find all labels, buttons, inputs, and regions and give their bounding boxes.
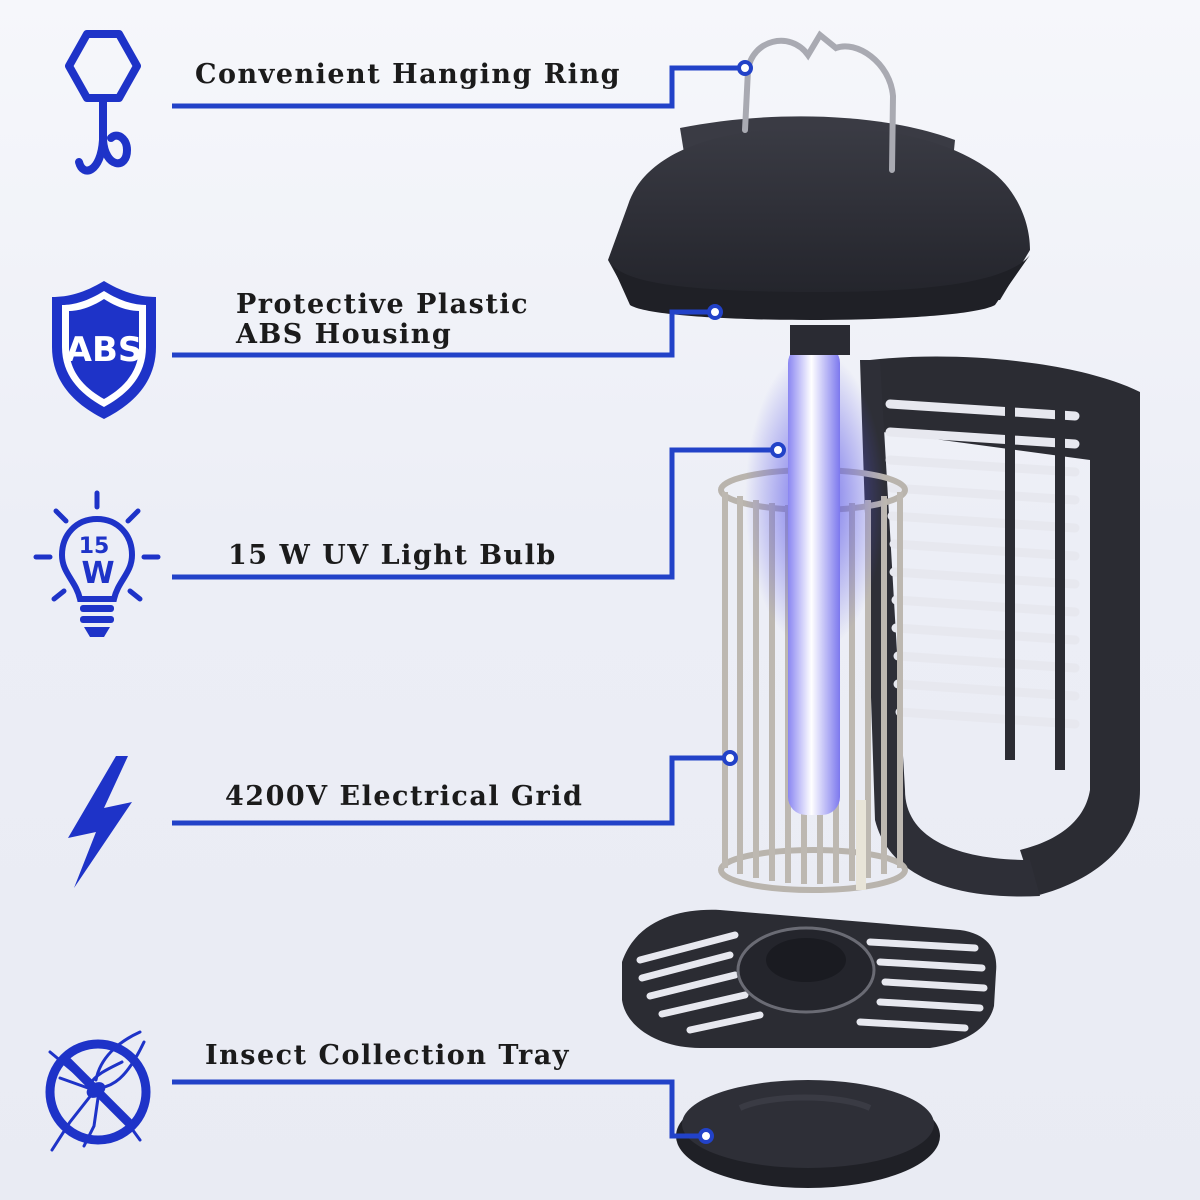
hanging-ring xyxy=(742,30,897,173)
leader-dot-ring xyxy=(737,60,753,76)
leader-line-grid xyxy=(172,755,730,826)
abs-badge-text: ABS xyxy=(66,330,143,370)
leader-line-housing xyxy=(172,309,715,358)
leader-line-ring xyxy=(172,65,745,109)
outer-casing xyxy=(860,356,1140,897)
grate-plate xyxy=(622,909,997,1048)
label-hanging-ring-line: Convenient Hanging Ring xyxy=(195,59,621,90)
label-electrical-grid-line: 4200V Electrical Grid xyxy=(225,781,584,812)
top-housing xyxy=(608,116,1030,355)
uv-bulb-icon: 15 W xyxy=(32,487,162,647)
hook-icon xyxy=(55,22,151,192)
label-hanging-ring: Convenient Hanging Ring xyxy=(195,60,621,90)
label-abs-housing-line-2: ABS Housing xyxy=(236,319,453,350)
leader-dot-housing xyxy=(707,304,723,320)
collection-tray xyxy=(676,1080,940,1188)
leader-dots xyxy=(698,60,786,1144)
label-abs-housing: Protective Plastic ABS Housing xyxy=(236,290,529,350)
lightning-icon xyxy=(58,752,138,892)
bulb-badge-bottom: W xyxy=(81,556,114,591)
uv-light-tube xyxy=(745,345,885,890)
label-uv-bulb: 15 W UV Light Bulb xyxy=(228,541,557,571)
leader-dot-tray xyxy=(698,1128,714,1144)
leader-line-tray xyxy=(172,1079,706,1139)
abs-shield-icon: ABS xyxy=(44,275,164,425)
leader-line-bulb xyxy=(172,447,778,580)
label-uv-bulb-line: 15 W UV Light Bulb xyxy=(228,540,557,571)
label-collection-tray-line: Insect Collection Tray xyxy=(205,1040,570,1071)
bulb-badge-top: 15 xyxy=(79,534,110,559)
no-mosquito-icon xyxy=(40,1022,164,1154)
leader-dot-bulb xyxy=(770,442,786,458)
leader-lines xyxy=(172,65,778,1139)
leader-dot-grid xyxy=(722,750,738,766)
label-electrical-grid: 4200V Electrical Grid xyxy=(225,782,583,812)
label-abs-housing-line-1: Protective Plastic xyxy=(236,289,530,320)
label-collection-tray: Insect Collection Tray xyxy=(205,1041,570,1071)
